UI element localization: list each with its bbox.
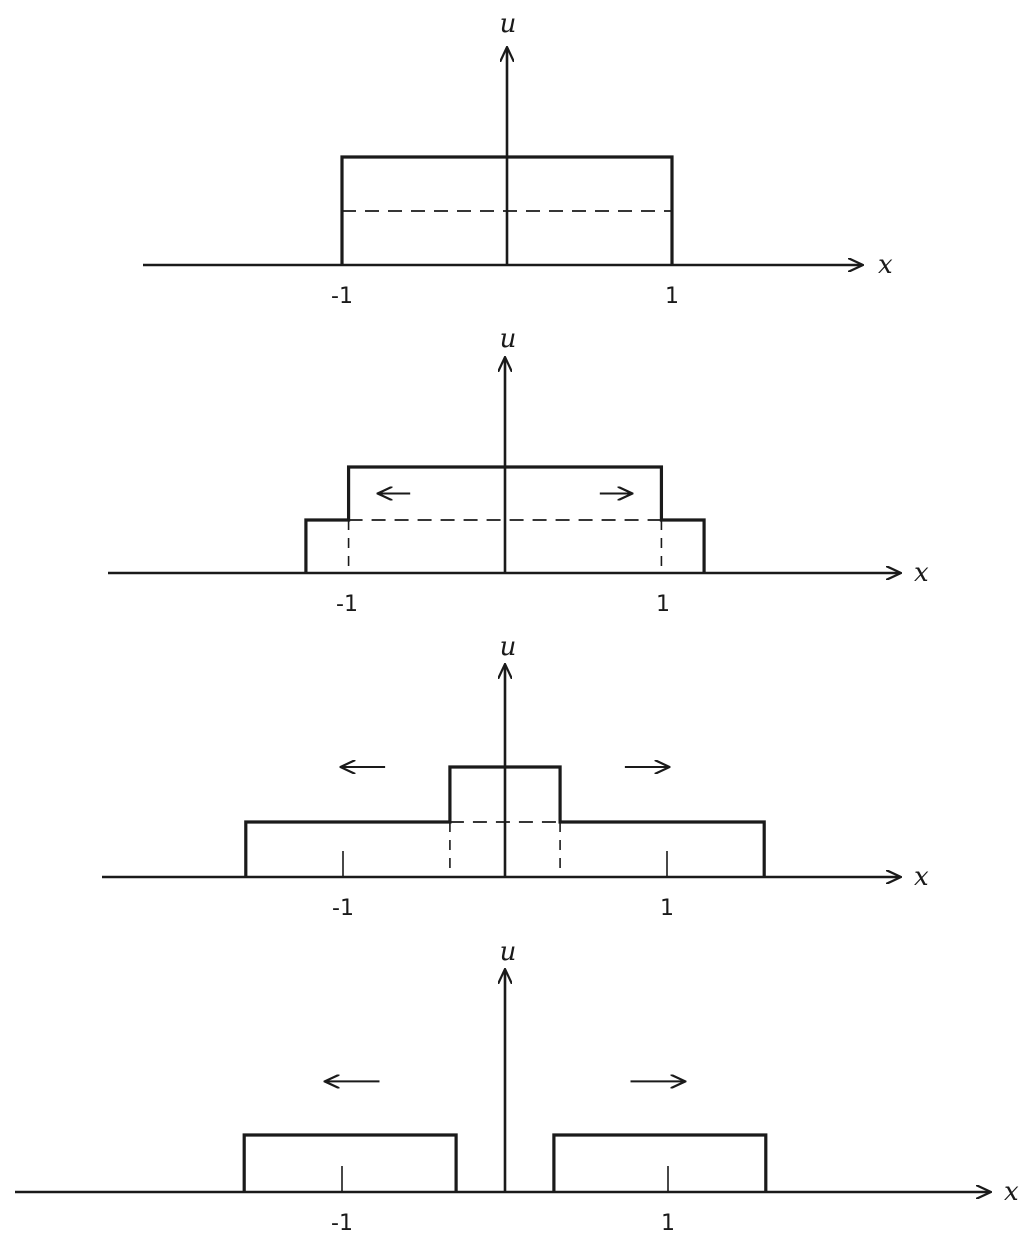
tick-label: -1 [336,592,358,617]
tick-label: 1 [656,592,670,617]
tick-label: 1 [660,896,674,921]
tick-label: -1 [331,1211,353,1236]
x-axis-label: x [878,250,893,280]
u-axis-label: u [500,937,517,967]
u-axis-label: u [500,632,517,662]
pulse-outline [304,465,706,573]
u-axis-label: u [500,9,517,39]
panel-pulse-splitting-mid: x u -1 1 [102,632,929,921]
tick-label: 1 [665,284,679,309]
tick-label: -1 [331,284,353,309]
x-axis-label: x [914,558,929,588]
tick-label: -1 [332,896,354,921]
panel-pulse-splitting-early: x u -1 1 [108,324,929,617]
pulse-outline [244,765,766,877]
pulse-outline [552,1133,768,1192]
panel-pulses-separated: x u -1 1 [15,937,1019,1236]
tick-label: 1 [661,1211,675,1236]
pulse-outline [242,1133,458,1192]
panel-initial-pulse: x u -1 1 [143,9,893,309]
u-axis-label: u [500,324,517,354]
x-axis-label: x [914,862,929,892]
x-axis-label: x [1004,1177,1019,1207]
pulse-outline [340,155,674,265]
